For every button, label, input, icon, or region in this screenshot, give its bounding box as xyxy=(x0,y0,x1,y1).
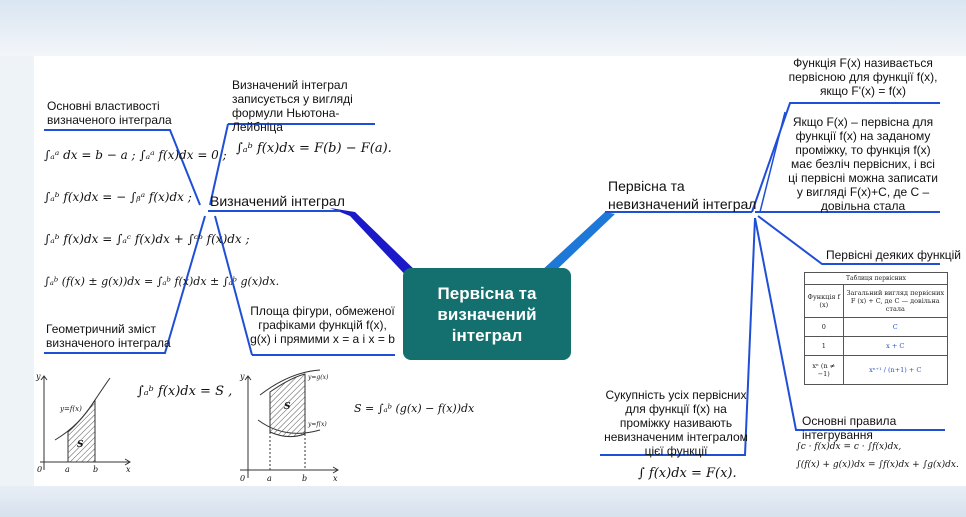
left-branch-title: Визначений інтеграл xyxy=(210,193,345,209)
antiderivatives-table-title: Первісні деяких функцій xyxy=(826,248,961,262)
antiderivatives-table: Таблиця первісних Функція f (x) Загальни… xyxy=(804,272,949,385)
newton-leibniz-formula: ∫ₐᵇ f(x)dx = F(b) − F(a). xyxy=(236,141,392,156)
property-formula-3: ∫ₐᵇ f(x)dx = ∫ₐᶜ f(x)dx + ∫ᶜᵇ f(x)dx ; xyxy=(44,232,250,246)
central-topic: Первісна та визначений інтеграл xyxy=(403,268,571,360)
graph2-s-label: S xyxy=(284,402,291,412)
integration-rule-1: ∫c · f(x)dx = c · ∫f(x)dx, xyxy=(796,442,902,452)
graph2-origin-label: 0 xyxy=(240,474,246,483)
integration-rules-title: Основні правила інтегрування xyxy=(802,414,897,442)
graph1-fn-label: y=f(x) xyxy=(60,405,82,413)
graph2-x-label: x xyxy=(333,474,338,483)
graph2-f-label: y=f(x) xyxy=(308,421,327,428)
window-frame-top xyxy=(0,0,966,56)
graph1-s-label: S xyxy=(77,440,84,450)
table-cell: 0 xyxy=(804,317,844,337)
graph1-y-label: y xyxy=(36,372,41,381)
graph-area-between-curves xyxy=(240,369,339,478)
area-formula: S = ∫ₐᵇ (g(x) − f(x))dx xyxy=(354,402,475,415)
antiderivative-property: Якщо F(x) – первісна для функції f(x) на… xyxy=(788,115,938,213)
table-header-function: Функція f (x) xyxy=(804,284,844,318)
antiderivative-definition: Функція F(x) називається первісною для ф… xyxy=(788,56,938,98)
indefinite-integral-formula: ∫ f(x)dx = F(x). xyxy=(638,466,737,481)
property-formula-4: ∫ₐᵇ (f(x) ± g(x))dx = ∫ₐᵇ f(x)dx ± ∫ₐᵇ g… xyxy=(44,275,280,288)
right-branch-title: Первісна та невизначений інтеграл xyxy=(608,178,757,212)
table-cell: C xyxy=(842,317,949,337)
table-header-antiderivative: Загальний вигляд первісних F (x) + C, де… xyxy=(842,284,949,318)
indefinite-integral-text: Сукупність усіх первісних для функції f(… xyxy=(604,388,748,458)
table-cell: x + C xyxy=(842,336,949,356)
geometric-formula: ∫ₐᵇ f(x)dx = S , xyxy=(137,384,233,399)
graph1-x-label: x xyxy=(126,465,131,474)
graph1-b-label: b xyxy=(93,465,99,474)
left-main-branch xyxy=(330,208,420,282)
graph1-a-label: a xyxy=(65,465,70,474)
graph2-y-label: y xyxy=(240,372,245,381)
window-frame-bottom xyxy=(0,486,966,517)
newton-leibniz-text: Визначений інтеграл записується у вигляд… xyxy=(232,78,353,134)
property-formula-1: ∫ₐᵃ dx = b − a ; ∫ₐᵃ f(x)dx = 0 ; xyxy=(44,148,227,162)
central-topic-label: Первісна та визначений інтеграл xyxy=(437,283,537,345)
graph-area-under-curve xyxy=(40,375,131,470)
graph2-a-label: a xyxy=(267,474,272,483)
table-cell: xⁿ (n ≠ −1) xyxy=(804,355,844,385)
table-cell: 1 xyxy=(804,336,844,356)
property-formula-2: ∫ₐᵇ f(x)dx = − ∫ᵦᵃ f(x)dx ; xyxy=(44,190,192,204)
properties-title: Основні властивості визначеного інтеграл… xyxy=(47,99,172,127)
graph2-g-label: y=g(x) xyxy=(308,374,329,381)
right-main-branch xyxy=(540,212,615,278)
graph2-b-label: b xyxy=(302,474,308,483)
table-cell: xⁿ⁺¹ / (n+1) + C xyxy=(842,355,949,385)
graph1-origin-label: 0 xyxy=(37,465,43,474)
table-caption: Таблиця первісних xyxy=(804,272,948,285)
integration-rule-2: ∫(f(x) + g(x))dx = ∫f(x)dx + ∫g(x)dx. xyxy=(796,460,959,470)
geometric-meaning-title: Геометричний зміст визначеного інтеграла xyxy=(46,322,171,350)
area-between-curves-text: Площа фігури, обмеженої графіками функці… xyxy=(250,304,395,346)
